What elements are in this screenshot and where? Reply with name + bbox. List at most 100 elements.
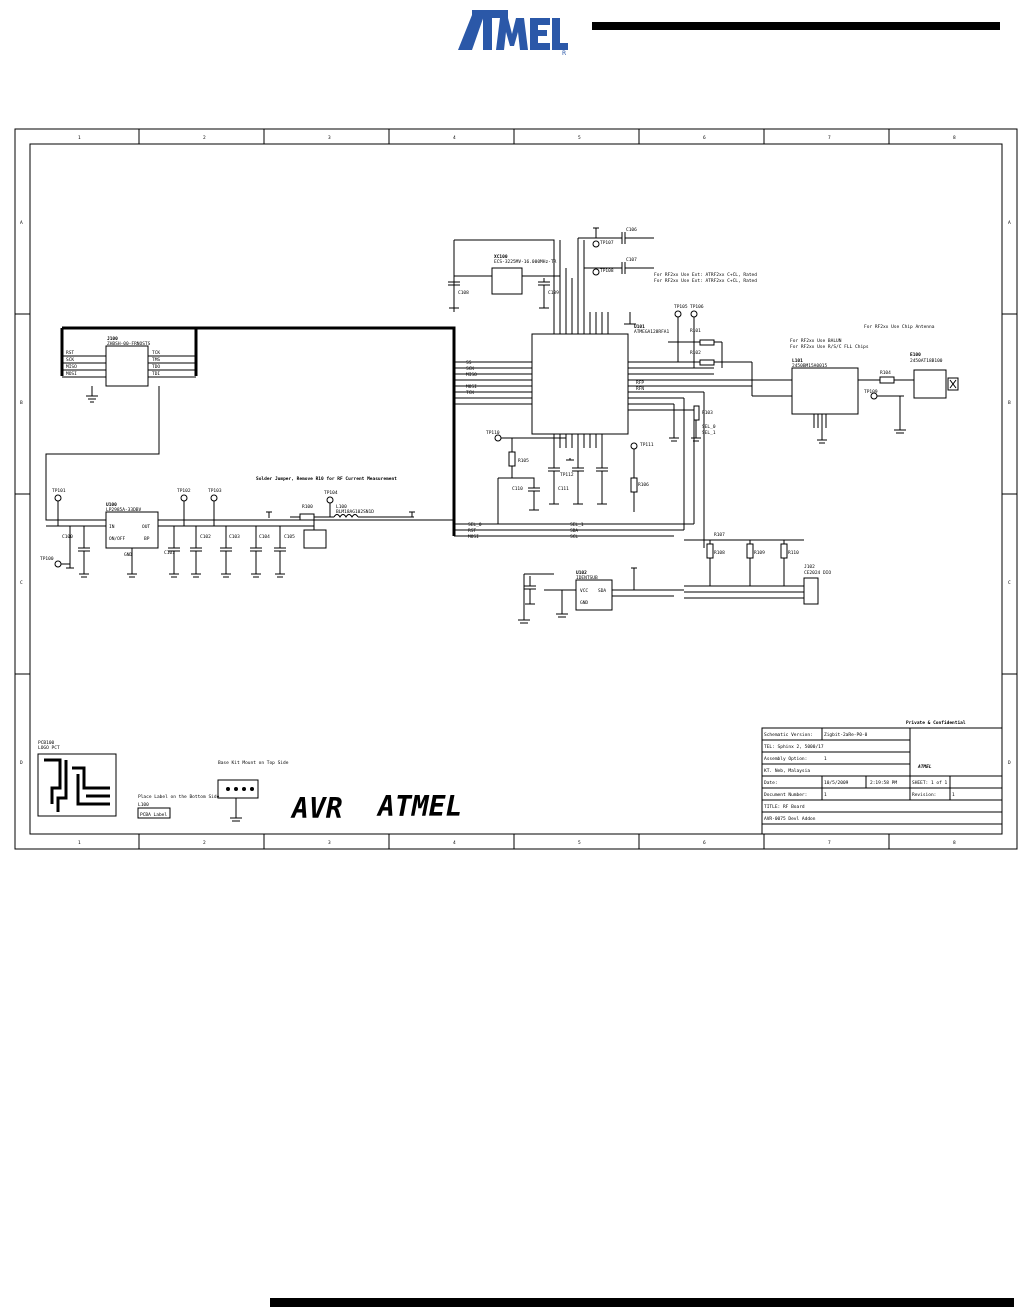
pcb-label-ref: L100 [138,802,149,808]
jumper-note: Solder Jumper, Remove R10 for RF Current… [256,476,397,482]
resistor-label: R108 [714,550,725,556]
title-block-logo: ATMEL [917,764,932,770]
test-point-label: TP111 [640,442,654,448]
row-label: A [1008,220,1011,226]
net-label: SCL [570,534,578,540]
title-label: Assembly Option: [764,756,807,762]
test-point-label: TP106 [690,304,704,310]
eeprom-u102: U102 IDENTSUB VCC SDA GND [575,570,613,611]
col-label: 4 [453,840,456,846]
pin-label: BP [144,536,150,542]
resistor-label: R103 [702,410,713,416]
resistor-label: R102 [690,350,701,356]
capacitor-label: C104 [259,534,270,540]
component-part: 2450BM15A0015 [792,363,828,369]
net-label: TCK [152,350,160,356]
col-label: 3 [328,135,331,141]
resistor-label: R109 [754,550,765,556]
resistor-label: R105 [518,458,529,464]
logo-text: ATMEL [452,2,456,3]
resistor-label: R104 [880,370,891,376]
capacitor-label: C109 [548,290,559,296]
test-point-label: TP101 [52,488,66,494]
capacitor-label: C108 [458,290,469,296]
pin-label: GND [580,600,588,606]
balun-note: For RF2xx Use BALUN [790,338,842,344]
test-point-label: TP107 [600,240,614,246]
component-part: LOGO PCT [38,745,60,751]
regulator-u100: U100 LP2985A-33DBV IN OUT ON/OFF BP GND [105,502,159,558]
net-label: MOSI [66,371,77,377]
atmel-logo: R ATMEL [452,2,568,56]
crystal-xc100: XC100 ECS-3225MV-16.000MHz-TR [491,254,557,295]
component-part: ZHBSH-00-FRNOSTS [107,341,151,347]
col-label: 2 [203,840,206,846]
pin-label: IN [109,524,115,530]
component-ref: J100 [107,336,118,342]
net-label: MOSI [466,384,477,390]
title-label: Schematic Version: [764,732,813,738]
row-label: D [1008,760,1011,766]
net-label: MISO [66,364,77,370]
resistor-label: R106 [638,482,649,488]
net-label: TMS [152,357,160,363]
capacitor-label: C111 [558,486,569,492]
net-label: SCK [66,357,74,363]
component-ref: U102 [576,570,587,576]
component-ref: PCB100 [38,740,55,746]
component-part: LP2985A-33DBV [106,507,142,513]
component-part: CE2024 DIO [804,570,831,576]
test-point-label: TP100 [40,556,54,562]
col-label: 5 [578,840,581,846]
title-label: AVR-0075 Devl Addon [764,816,816,822]
title-label: TITLE: RF Board [764,804,805,810]
title-value: 1 [824,756,827,762]
connector-j100: J100 ZHBSH-00-FRNOSTS RST SCK MISO MOSI … [66,336,160,387]
title-block: Private & Confidential Schematic Version… [761,720,1003,835]
xtal-note: For RF2xx Use Ext: ATRF2xx C+CL, Rated [654,278,757,284]
rfsw-note: For RF2xx Use R/S/C FLL Chips [790,344,869,350]
net-label: SCK [466,366,474,372]
ferrite-part: BLM18AG102SN1D [336,509,374,515]
col-label: 6 [703,135,706,141]
pin-label: SDA [598,588,606,594]
base-kit-connector [217,779,259,822]
mcu-u101: U101 ATMEGA128RFA1 [531,324,670,435]
row-label: D [20,760,23,766]
component-ref: U100 [106,502,117,508]
border-row-labels: A B C D A B C D [20,220,1011,766]
test-point-label: TP112 [560,472,574,478]
resistor-label: R100 [302,504,313,510]
col-label: 2 [203,135,206,141]
capacitor-label: C105 [284,534,295,540]
net-label: TDO [152,364,160,370]
pcb-antenna-art: PCB100 LOGO PCT [37,740,117,817]
component-part: IDENTSUB [576,575,598,581]
component-part: 2450AT18B100 [910,358,943,364]
title-label: Document Number: [764,792,807,798]
col-label: 4 [453,135,456,141]
pin-label: GND [124,552,132,558]
title-value: 10/5/2009 [824,780,849,786]
test-point-label: TP103 [208,488,222,494]
title-sheet: SHEET: 1 of 1 [912,780,948,786]
component-ref: L101 [792,358,803,364]
capacitor-label: C101 [164,550,175,556]
net-label: SEL_0 [468,522,482,528]
ferrite-ref: L100 [336,504,347,510]
antenna-e100: E100 2450AT18B100 For RF2xx Use Chip Ant… [864,324,959,399]
schematic-sheet: 1 2 3 4 5 6 7 8 1 2 3 4 5 6 7 8 A B C D … [14,128,1018,850]
net-label: MOSI [468,534,479,540]
net-label: SEL_1 [702,430,716,436]
col-label: 8 [953,840,956,846]
registered-mark: R [562,50,566,56]
pin-label: OUT [142,524,150,530]
border-column-labels: 1 2 3 4 5 6 7 8 1 2 3 4 5 6 7 8 [78,135,956,846]
net-label: MISO [466,372,477,378]
title-value: 1 [824,792,827,798]
avr-logo: AVR [290,792,343,825]
resistor-label: R107 [714,532,725,538]
col-label: 5 [578,135,581,141]
header-rule [592,22,1000,30]
component-ref: E100 [910,352,921,358]
